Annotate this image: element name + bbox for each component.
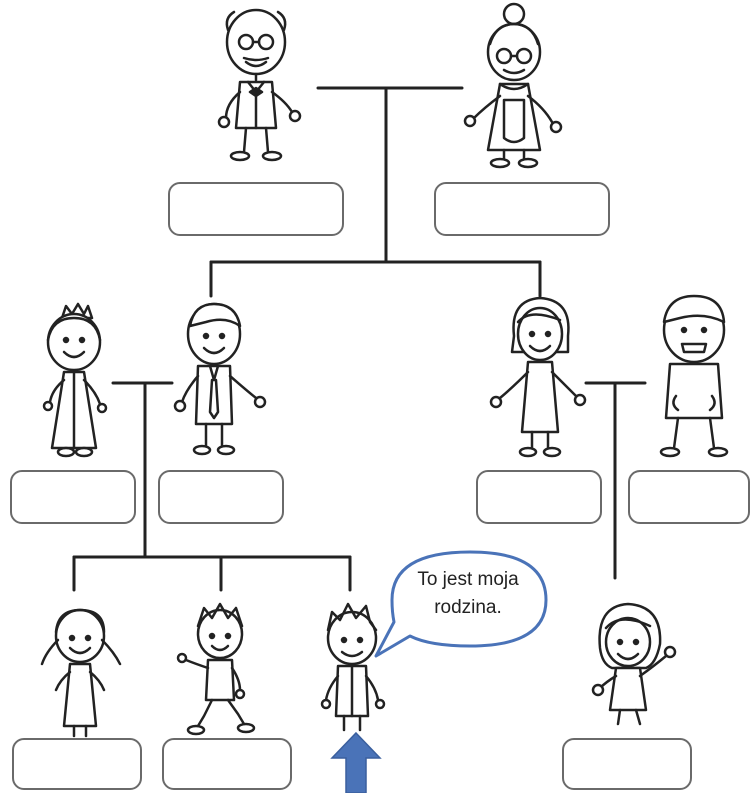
father-icon [173,302,267,456]
pointer-arrow-icon [330,731,382,793]
label-box-brother[interactable] [162,738,292,790]
label-box-father[interactable] [158,470,284,524]
speech-bubble: To jest moja rodzina. [392,566,544,622]
speech-bubble-line-2: rodzina. [434,597,502,618]
label-box-cousin[interactable] [562,738,692,790]
boy-narrator-icon [320,602,386,732]
label-box-sister[interactable] [12,738,142,790]
label-box-grandfather[interactable] [168,182,344,236]
label-box-aunt[interactable] [10,470,136,524]
speech-bubble-outline [374,550,548,658]
mother-icon [489,296,587,458]
grandmother-icon [463,2,563,169]
label-box-uncle[interactable] [628,470,750,524]
grandfather-icon [217,8,302,162]
label-box-grandmother[interactable] [434,182,610,236]
uncle-icon [659,294,729,458]
brother-icon [176,602,256,736]
aunt-icon [42,302,108,458]
tree-connectors [72,86,647,592]
speech-bubble-line-1: To jest moja [417,569,519,590]
sister-icon [40,608,122,738]
label-box-mother[interactable] [476,470,602,524]
cousin-girl-icon [591,602,677,726]
